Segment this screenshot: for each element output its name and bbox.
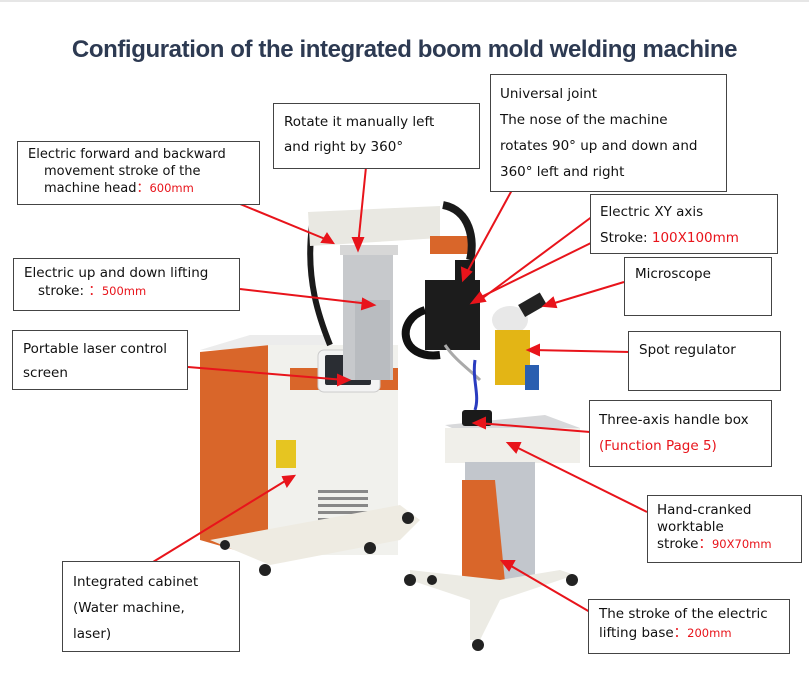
arrow-handle-box xyxy=(477,422,591,433)
microscope xyxy=(492,292,547,390)
arrow-cabinet xyxy=(152,477,291,563)
forward-backward-line-3: machine head xyxy=(44,181,137,196)
arrow-spot-regulator xyxy=(531,349,631,353)
forward-backward-line-1: Electric forward and backward xyxy=(28,147,226,162)
worktable-line-2: worktable xyxy=(657,519,724,535)
universal-joint-line-1: Universal joint xyxy=(500,86,597,102)
label-spot-regulator: Spot regulator xyxy=(628,331,781,391)
lifting-sep: ： xyxy=(88,283,102,299)
arrow-microscope xyxy=(547,281,625,306)
arrow-lifting-base xyxy=(505,562,591,613)
lifting-base-line-1: The stroke of the electric xyxy=(599,606,768,622)
boom-arm xyxy=(308,201,476,261)
cabinet-orange-side xyxy=(200,345,270,560)
top-border xyxy=(0,0,809,2)
worktable xyxy=(445,410,580,463)
forward-backward-value: 600mm xyxy=(149,181,194,195)
cabinet-line-2: (Water machine, xyxy=(73,600,185,616)
lifting-base-value: 200mm xyxy=(687,626,732,640)
label-universal-joint: Universal joint The nose of the machine … xyxy=(490,74,727,192)
arrow-xy-1 xyxy=(479,212,598,301)
universal-joint-line-4: 360° left and right xyxy=(500,164,625,180)
lifting-base-sep: ： xyxy=(673,625,688,641)
lifting-base xyxy=(404,462,578,651)
label-control-screen: Portable laser control screen xyxy=(12,330,188,390)
label-lifting-base: The stroke of the electric lifting base：… xyxy=(588,599,790,654)
label-cabinet: Integrated cabinet (Water machine, laser… xyxy=(62,561,240,652)
label-rotate: Rotate it manually left and right by 360… xyxy=(273,103,480,169)
arrow-forward-backward xyxy=(239,203,331,242)
worktable-line-1: Hand-cranked xyxy=(657,502,752,518)
arrow-control-screen xyxy=(187,366,346,381)
label-handle-box: Three-axis handle box (Function Page 5) xyxy=(589,400,772,467)
xy-axis-line-1: Electric XY axis xyxy=(600,204,704,220)
xy-axis-value: 100X100mm xyxy=(651,230,739,246)
arrow-rotate xyxy=(357,166,367,247)
microscope-text: Microscope xyxy=(635,266,711,282)
arrow-worktable xyxy=(511,444,648,513)
cabinet-wheels xyxy=(220,512,414,576)
welding-head xyxy=(401,260,482,411)
rotate-line-1: Rotate it manually left xyxy=(284,114,435,130)
rotate-line-2: and right by 360° xyxy=(284,139,404,155)
worktable-sep: ： xyxy=(698,536,712,552)
forward-backward-sep: ： xyxy=(136,181,150,196)
label-lifting: Electric up and down lifting stroke: ：50… xyxy=(13,258,240,311)
lifting-column xyxy=(340,245,398,380)
lifting-value: 500mm xyxy=(101,284,147,298)
lifting-line-1: Electric up and down lifting xyxy=(24,265,209,281)
worktable-prefix: stroke xyxy=(657,536,699,552)
lifting-prefix: stroke: xyxy=(38,283,89,299)
control-screen-line-1: Portable laser control xyxy=(23,341,167,357)
label-microscope: Microscope xyxy=(624,257,772,316)
universal-joint-line-3: rotates 90° up and down and xyxy=(500,138,698,154)
forward-backward-line-2: movement stroke of the xyxy=(44,164,201,179)
handle-box-line-1: Three-axis handle box xyxy=(599,412,749,428)
handle-box-note: (Function Page 5) xyxy=(599,438,717,454)
control-screen-line-2: screen xyxy=(23,365,68,381)
arrow-universal-joint xyxy=(464,189,513,277)
label-forward-backward: Electric forward and backward movement s… xyxy=(17,141,260,205)
arrow-lifting xyxy=(239,288,371,305)
worktable-value: 90X70mm xyxy=(711,537,772,551)
cabinet-line-1: Integrated cabinet xyxy=(73,574,199,590)
universal-joint-line-2: The nose of the machine xyxy=(500,112,668,128)
base-wheels xyxy=(404,574,578,651)
warning-label xyxy=(276,440,296,468)
lifting-base-prefix: lifting base xyxy=(599,625,674,641)
spot-regulator-text: Spot regulator xyxy=(639,342,736,358)
annotation-arrows xyxy=(152,166,648,613)
label-xy-axis: Electric XY axis Stroke: 100X100mm xyxy=(590,194,778,254)
page-title: Configuration of the integrated boom mol… xyxy=(71,36,738,63)
label-worktable: Hand-cranked worktable stroke：90X70mm xyxy=(647,495,802,563)
xy-axis-prefix: Stroke: xyxy=(600,230,652,246)
cabinet-line-3: laser) xyxy=(73,626,112,642)
